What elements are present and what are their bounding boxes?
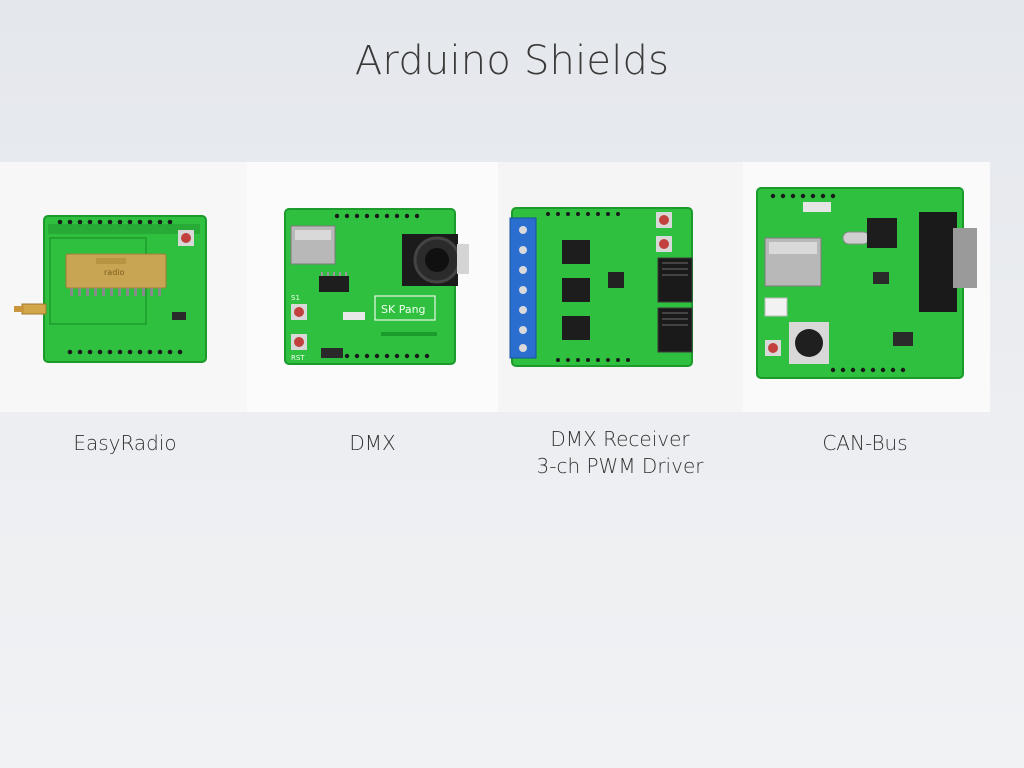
caption-dmx-receiver-line1: DMX Receiver <box>550 427 690 451</box>
slide-title: Arduino Shields <box>354 38 670 84</box>
caption-can-bus: CAN-Bus <box>822 431 908 455</box>
dmx-receiver-photo <box>498 162 743 412</box>
easyradio-board-text: radio <box>104 268 124 277</box>
caption-dmx: DMX <box>349 431 396 455</box>
caption-dmx-receiver-line2: 3-ch PWM Driver <box>536 454 704 478</box>
dmx-board-text: SK Pang <box>381 303 426 316</box>
shield-photo-strip: radio <box>0 162 990 412</box>
can-bus-photo <box>743 162 990 412</box>
easyradio-photo: radio <box>0 162 247 412</box>
dmx-rst-label: RST <box>291 354 305 362</box>
caption-easyradio: EasyRadio <box>73 431 177 455</box>
caption-dmx-receiver: DMX Receiver 3-ch PWM Driver <box>500 426 740 480</box>
dmx-s1-label: S1 <box>291 294 300 302</box>
dmx-photo: SK Pang S1 RST <box>247 162 498 412</box>
